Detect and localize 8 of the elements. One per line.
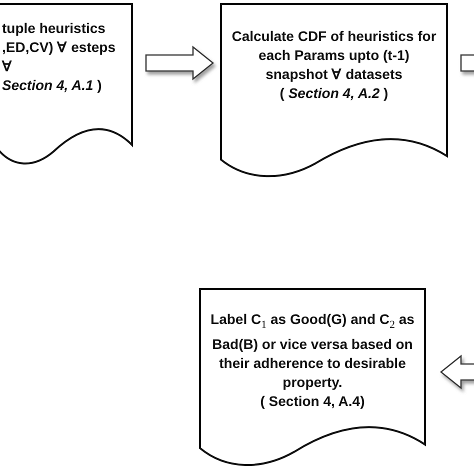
node-text: ( Section 4, A.4)	[260, 392, 365, 411]
block-arrow	[145, 46, 214, 80]
block-arrow	[440, 354, 474, 390]
node-text: ( Section 4, A.2 )	[280, 84, 388, 103]
node-text: tuple heuristics ,ED,CV) ∀ esteps ∀	[2, 19, 116, 76]
node-text: Label C$_{1}$ as Good(G) and C$_{2}$ as Bad(B) or vice versa based on their adherence to desirable property.	[210, 310, 416, 392]
node-text: Section 4, A.1 )	[2, 76, 102, 95]
node-text: Calculate CDF of heuristics for each Params upto (t-1) snapshot ∀ datasets	[230, 27, 438, 84]
